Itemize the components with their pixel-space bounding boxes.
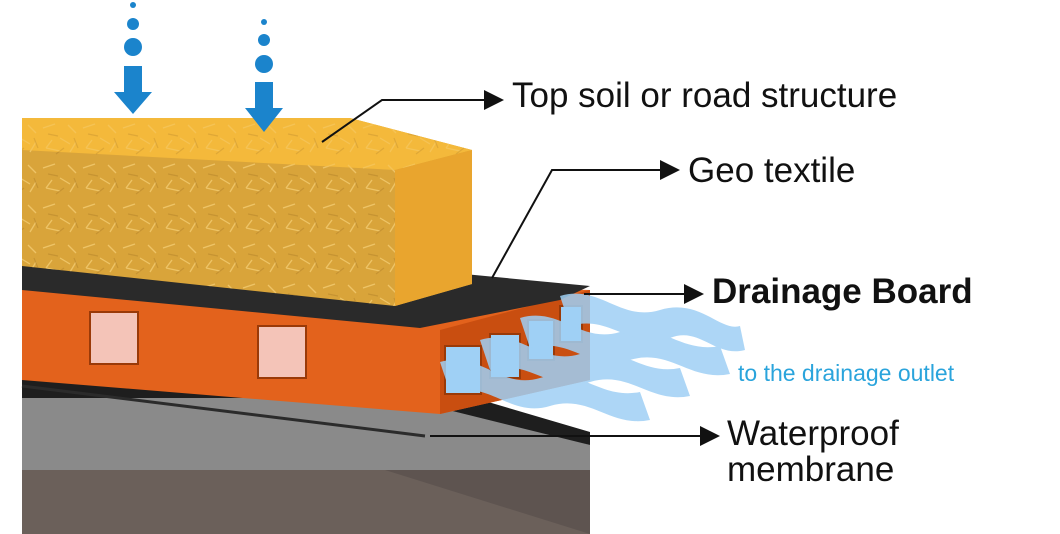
leader-lines: [321, 90, 720, 446]
label-top-soil: Top soil or road structure: [512, 76, 898, 115]
leader-top-soil: [321, 90, 504, 143]
label-waterproof-membrane: Waterproof membrane: [727, 416, 899, 488]
rain-arrow-icon: [114, 2, 152, 114]
label-geo-textile: Geo textile: [688, 151, 856, 190]
leader-geo-textile: [491, 160, 680, 279]
top-soil-block: [22, 118, 472, 306]
rain-arrow-icon: [245, 19, 283, 132]
drainage-cell: [257, 325, 307, 379]
label-drainage-outlet: to the drainage outlet: [738, 360, 955, 386]
label-waterproof-line2: membrane: [727, 450, 895, 489]
water-flow-icon: [440, 293, 745, 422]
label-waterproof-line1: Waterproof: [727, 414, 899, 453]
drainage-cell: [89, 311, 139, 365]
label-drainage-board: Drainage Board: [712, 272, 973, 311]
